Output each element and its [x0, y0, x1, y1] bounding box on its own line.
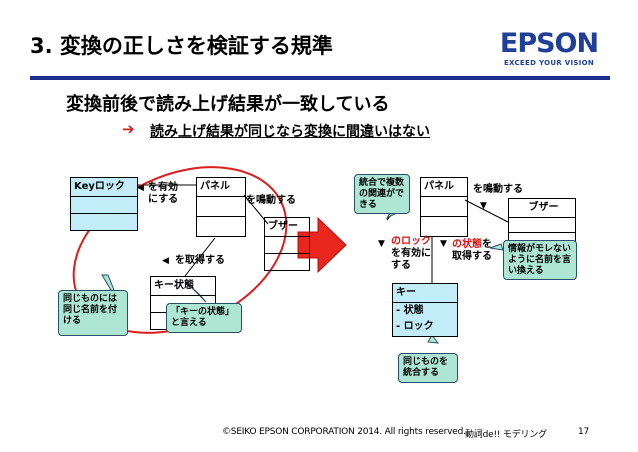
triangle-left-icon: ◀	[137, 183, 144, 193]
triangle-down-icon: ▼	[480, 201, 487, 211]
page-number: 17	[578, 427, 590, 437]
triangle-down-icon: ▼	[378, 239, 385, 249]
callout-integrate: 統合で複数の関連ができる	[354, 174, 410, 214]
triangle-left-icon: ◀	[162, 256, 169, 266]
big-arrow-icon	[297, 216, 347, 274]
class-panel-right-name: パネル	[421, 178, 467, 197]
class-panel-left[interactable]: パネル	[196, 177, 246, 237]
sub-point: 読み上げ結果が同じなら変換に間違いはない	[150, 121, 430, 141]
callout-merge: 同じものを統合する	[398, 353, 458, 383]
class-panel-left-name: パネル	[197, 178, 245, 197]
class-key[interactable]: キー - 状態 - ロック	[392, 283, 458, 337]
label-sound-left: を鳴動する	[246, 195, 296, 206]
logo-tagline: EXCEED YOUR VISION	[503, 59, 595, 67]
class-buzzer-left[interactable]: ブザー	[264, 217, 310, 271]
label-state: の状態を 取得する	[452, 239, 492, 262]
class-key-name: キー	[393, 284, 457, 303]
label-sound-right: を鳴動する	[473, 184, 523, 195]
class-buzzer-right-name: ブザー	[509, 199, 575, 218]
label-enable: を有効 にする	[148, 182, 179, 205]
class-keylock[interactable]: Keyロック	[70, 177, 138, 231]
slide-heading: 変換前後で読み上げ結果が一致している	[66, 94, 390, 115]
key-attr-state: - 状態	[396, 305, 424, 316]
label-lock: のロック を有効に する	[391, 236, 431, 271]
key-attr-lock: - ロック	[396, 321, 434, 332]
sub-point-text: 読み上げ結果が同じなら変換に間違いはない	[150, 124, 430, 140]
callout-key-state: 「キーの状態」と言える	[166, 303, 242, 333]
footer-copyright: ©SEIKO EPSON CORPORATION 2014. All right…	[222, 427, 466, 437]
logo-main-text: EPSON	[499, 28, 599, 59]
triangle-down-icon: ▼	[440, 239, 447, 249]
callout-rephrase: 情報がモレないように名前を言い換える	[503, 240, 577, 280]
class-panel-right[interactable]: パネル	[420, 177, 468, 237]
class-key-state-name: キー状態	[151, 277, 215, 296]
epson-logo: EPSON EXCEED YOUR VISION	[488, 30, 610, 70]
bullet-arrow-icon: ➔	[122, 120, 135, 138]
footer-tag: 動詞de!! モデリング	[465, 430, 547, 440]
slide-title: 3. 変換の正しさを検証する規準	[30, 34, 333, 58]
callout-same-name: 同じものには同じ名前を付ける	[58, 290, 128, 336]
title-divider	[30, 76, 610, 80]
class-buzzer-left-name: ブザー	[265, 218, 309, 237]
class-keylock-name: Keyロック	[71, 178, 137, 197]
label-get: を取得する	[175, 255, 225, 266]
